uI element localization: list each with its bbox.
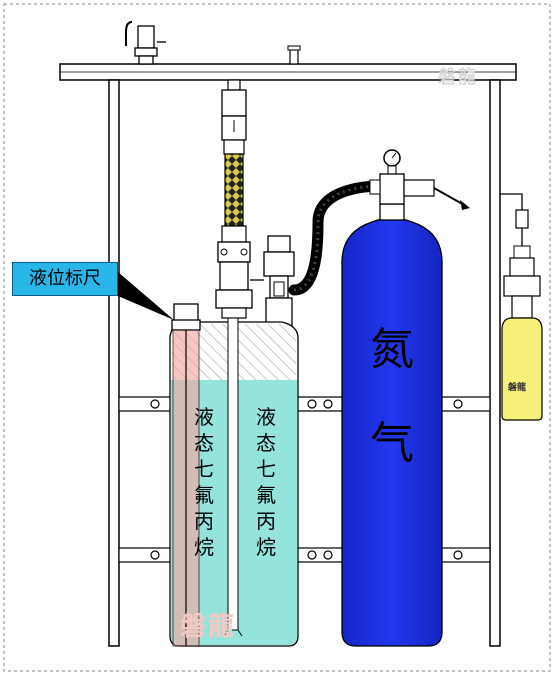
nitrogen-label: 氮 气	[362, 320, 422, 474]
label-char: 烷	[256, 535, 276, 559]
rail-bolts	[150, 399, 463, 560]
agent-label-right: 液 态 七 氟 丙 烷	[252, 404, 280, 560]
pressure-gauge-unit	[250, 235, 295, 329]
rack-post-right	[489, 79, 501, 647]
valve-stack	[215, 79, 253, 319]
label-char: 丙	[256, 509, 276, 533]
level-gauge-callout: 液位标尺	[12, 262, 118, 296]
level-gauge	[171, 303, 201, 647]
label-char: 氟	[194, 483, 214, 507]
nitrogen-valve	[369, 149, 470, 210]
vent-plug-top	[287, 45, 301, 65]
label-char: 七	[194, 457, 214, 481]
top-manifold-bar	[59, 63, 517, 81]
agent-label-left: 液 态 七 氟 丙 烷	[190, 404, 218, 560]
watermark-pilot: 磐龍	[508, 383, 527, 393]
label-char: 液	[194, 405, 214, 429]
label-char: 丙	[194, 509, 214, 533]
label-char: 液	[256, 405, 276, 429]
agent-cylinder	[169, 317, 299, 647]
siphon-tube	[227, 317, 239, 631]
pilot-cylinder	[500, 193, 543, 421]
braided-hose-vertical	[224, 153, 244, 227]
callout-pointer	[118, 272, 174, 320]
label-char: 烷	[194, 535, 214, 559]
nitrogen-cylinder	[341, 203, 443, 647]
label-char: 氮	[370, 324, 414, 375]
pressure-switch-top	[125, 21, 166, 65]
label-char: 气	[370, 418, 414, 469]
label-char: 氟	[256, 483, 276, 507]
label-char: 七	[256, 457, 276, 481]
label-char: 态	[256, 431, 276, 455]
rack-post-left	[108, 79, 120, 647]
watermark-top: 磐龍	[438, 67, 478, 88]
watermark-bottom: 磐龍	[180, 612, 237, 642]
outer-frame	[3, 3, 551, 672]
label-char: 态	[194, 431, 214, 455]
